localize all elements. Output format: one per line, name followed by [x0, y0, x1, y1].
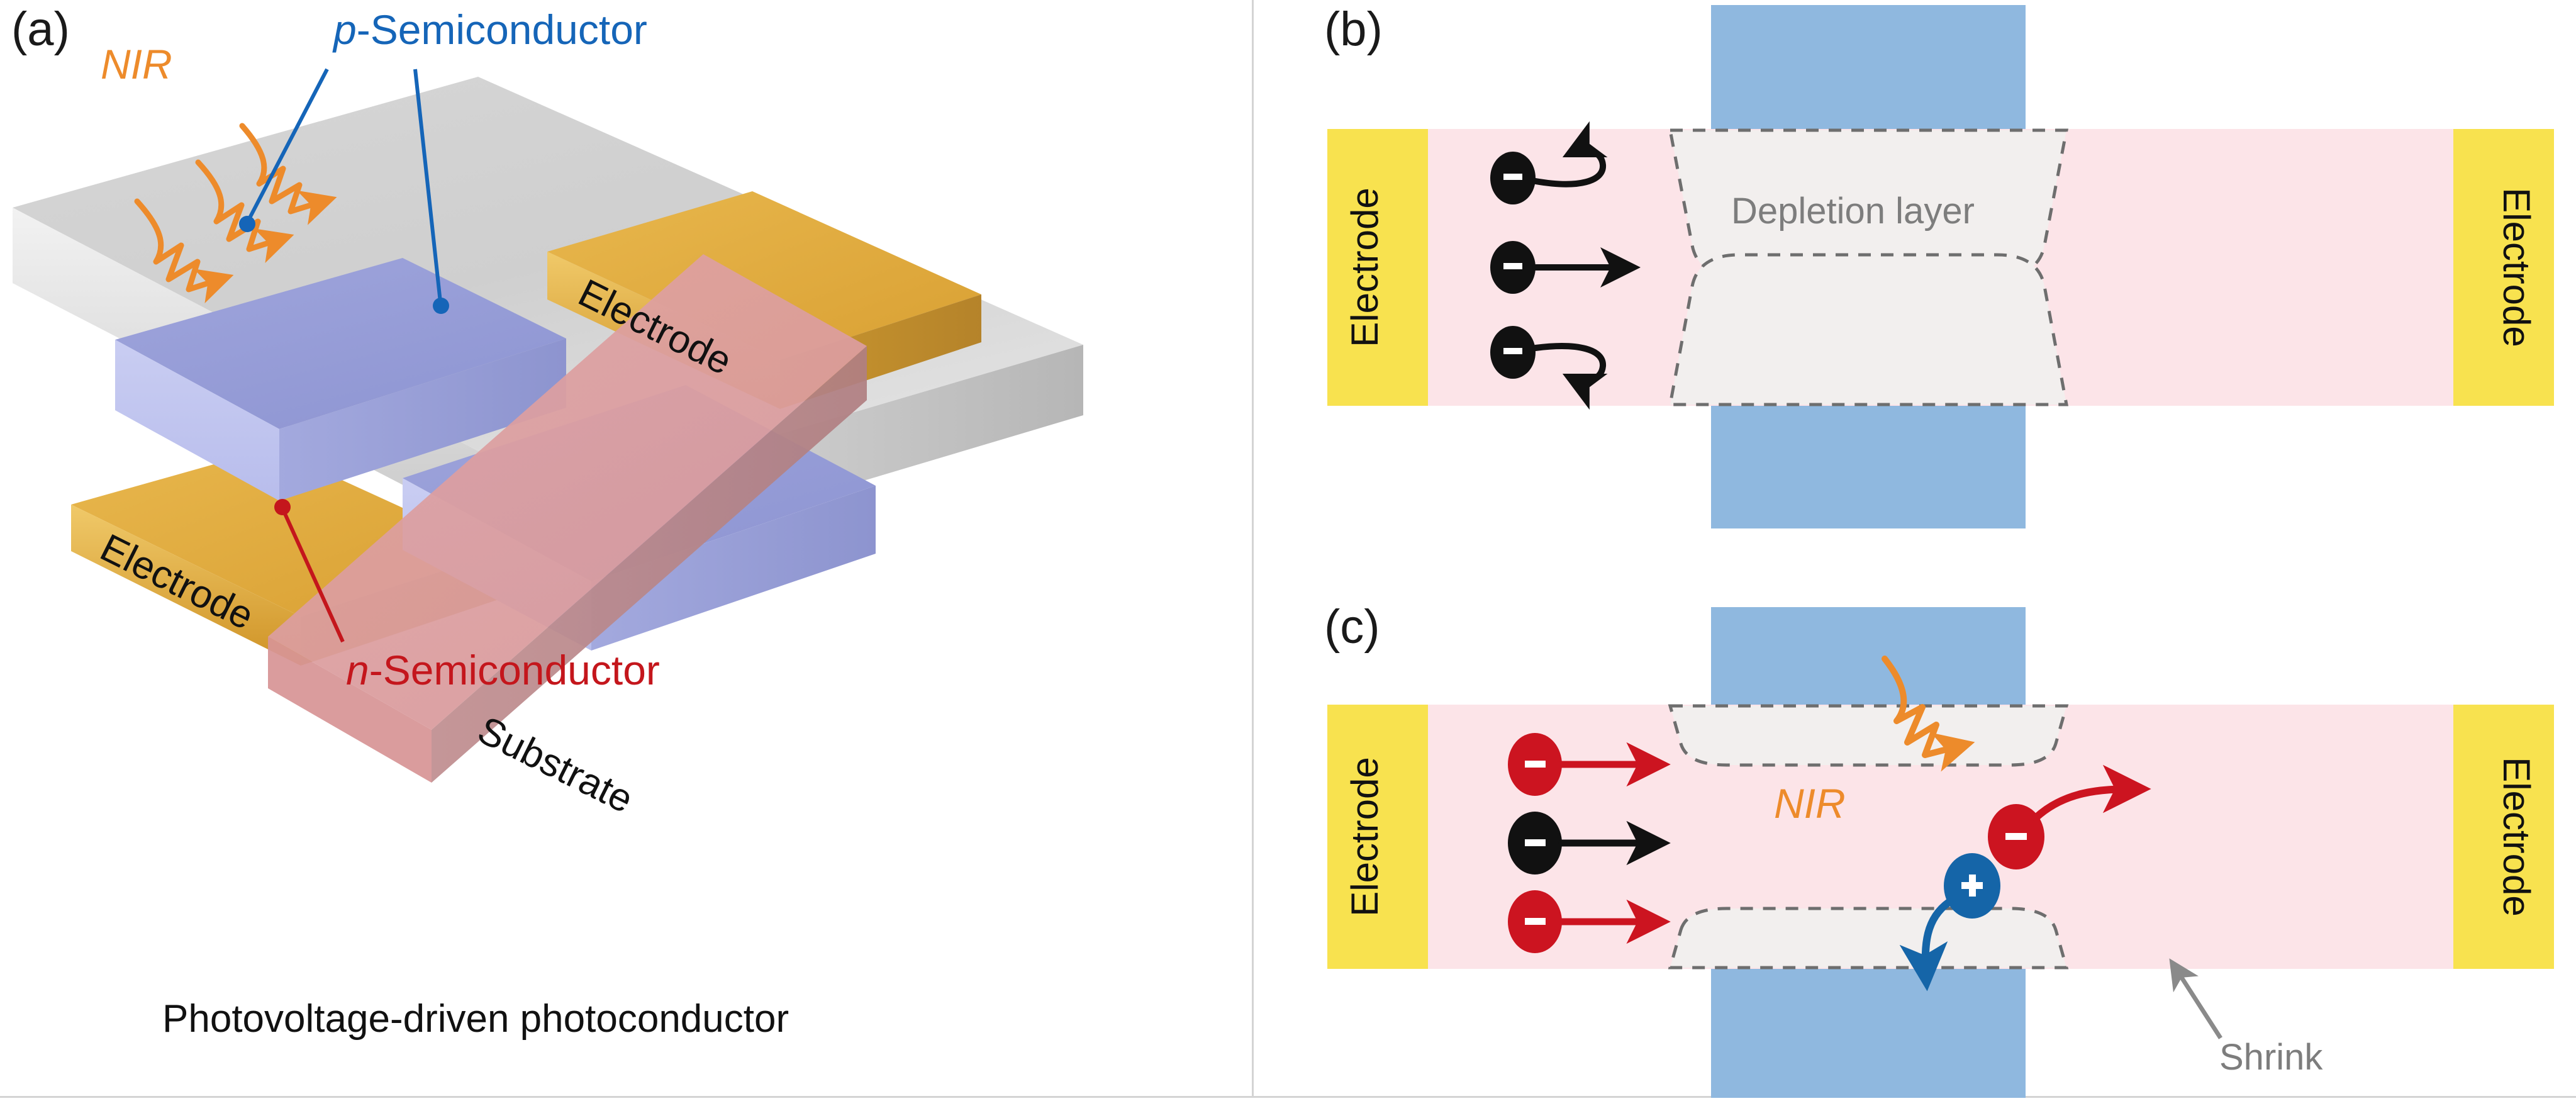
electron-minus-sign-c-1: [1525, 761, 1546, 768]
carrier-c-1: [1508, 733, 1671, 796]
depletion-region-lower-b: [1668, 253, 2069, 406]
carrier-c-2: [1508, 812, 1671, 875]
nir-arrow-1: [239, 123, 337, 225]
n-semiconductor-leader: [274, 499, 345, 643]
n-semiconductor-italic: n: [346, 647, 369, 693]
carrier-c-3: [1508, 890, 1671, 953]
p-right-side-face: [591, 486, 876, 651]
electrode-right-c: [2453, 705, 2554, 969]
photo-hole-path-c: [1899, 898, 1953, 992]
panel-c-label: (c): [1324, 600, 1380, 654]
panel-b-label: (b): [1324, 3, 1383, 56]
photo-hole-plus-v-c: [1969, 875, 1976, 897]
p-leader-line-right: [413, 69, 442, 303]
n-channel-front-face: [268, 637, 432, 783]
photo-hole-c: [1899, 853, 2000, 992]
electrode-right-label-b: Electrode: [2495, 187, 2538, 347]
electron-minus-sign-b-2: [1503, 263, 1522, 269]
nir-arrow-c: [1882, 656, 1975, 772]
shrink-label-c: Shrink: [2219, 1037, 2323, 1078]
electrode-left-b: [1327, 129, 1428, 406]
electrode-bottom-front-face: [71, 505, 301, 666]
panel-c: Electrode Electrode NIR: [1324, 600, 2554, 1098]
electron-path-b-3: [1532, 343, 1608, 410]
depletion-region-lower-c: [1668, 907, 2069, 970]
nir-label-c: NIR: [1774, 780, 1846, 827]
carrier-b-3: [1490, 326, 1608, 410]
n-semiconductor-channel: [268, 254, 867, 783]
carrier-b-1: [1490, 121, 1608, 204]
shrink-arrow-c: [2169, 958, 2222, 1039]
n-channel-side-face: [432, 346, 867, 783]
p-semiconductor-leader-right: [413, 69, 449, 314]
panel-a-label: (a): [11, 3, 70, 56]
p-leader-dot-left: [239, 216, 255, 232]
electrode-top-top-face: [547, 191, 981, 360]
bottom-rule: [0, 1096, 2576, 1098]
n-leader-dot: [274, 499, 291, 515]
p-semiconductor-block-left: [115, 258, 566, 501]
nir-arrow-group-c: [1882, 656, 1975, 772]
p-semiconductor-italic: p: [332, 6, 357, 53]
depletion-region-upper-c: [1668, 704, 2069, 767]
photo-electron-minus-sign-c: [2005, 833, 2027, 840]
electron-minus-sign-c-2: [1525, 839, 1546, 846]
p-left-top-face: [115, 258, 566, 429]
electron-minus-sign-c-3: [1525, 918, 1546, 925]
carrier-b-2: [1490, 241, 1641, 294]
n-channel-top-face: [268, 254, 867, 730]
nir-label: NIR: [101, 41, 172, 87]
panel-b: Depletion layer Electrode Electrode (b): [1324, 3, 2554, 528]
electron-minus-sign-b-3: [1503, 348, 1522, 354]
nir-arrow-3: [134, 198, 234, 304]
n-leader-line: [281, 508, 345, 643]
panel-a: Electrode Electrode Substrate NIR p-Semi…: [11, 3, 1083, 1041]
p-semiconductor-label: p-Semiconductor: [332, 6, 647, 53]
shrink-callout-c: Shrink: [2169, 958, 2323, 1078]
electron-minus-sign-b-1: [1503, 174, 1522, 180]
electrode-right-b: [2453, 129, 2554, 406]
p-leader-dot-right: [433, 298, 449, 314]
n-semiconductor-label: n-Semiconductor: [346, 647, 660, 693]
electron-path-b-1: [1532, 121, 1608, 187]
p-semiconductor-rest: -Semiconductor: [357, 6, 647, 53]
electrode-left-label-c: Electrode: [1344, 757, 1386, 916]
photo-electron-c: [1988, 764, 2151, 869]
p-left-side-face: [279, 338, 566, 501]
n-semiconductor-rest: -Semiconductor: [369, 647, 660, 693]
photo-electron-path-c: [2032, 764, 2151, 822]
column-divider: [1252, 0, 1254, 1096]
depletion-layer-label-b: Depletion layer: [1731, 191, 1975, 232]
panel-a-caption: Photovoltage-driven photoconductor: [162, 997, 789, 1041]
nir-arrow-2: [195, 159, 294, 264]
nir-arrows-group: [134, 123, 337, 304]
electrode-left-c: [1327, 705, 1428, 969]
gate-bottom-block-c: [1711, 963, 2026, 1098]
electrode-left-label-b: Electrode: [1344, 187, 1386, 347]
p-semiconductor-leader-left: [239, 68, 329, 232]
electrode-right-label-c: Electrode: [2495, 757, 2538, 916]
p-left-front-face: [115, 340, 279, 501]
p-leader-line-left: [247, 68, 329, 221]
